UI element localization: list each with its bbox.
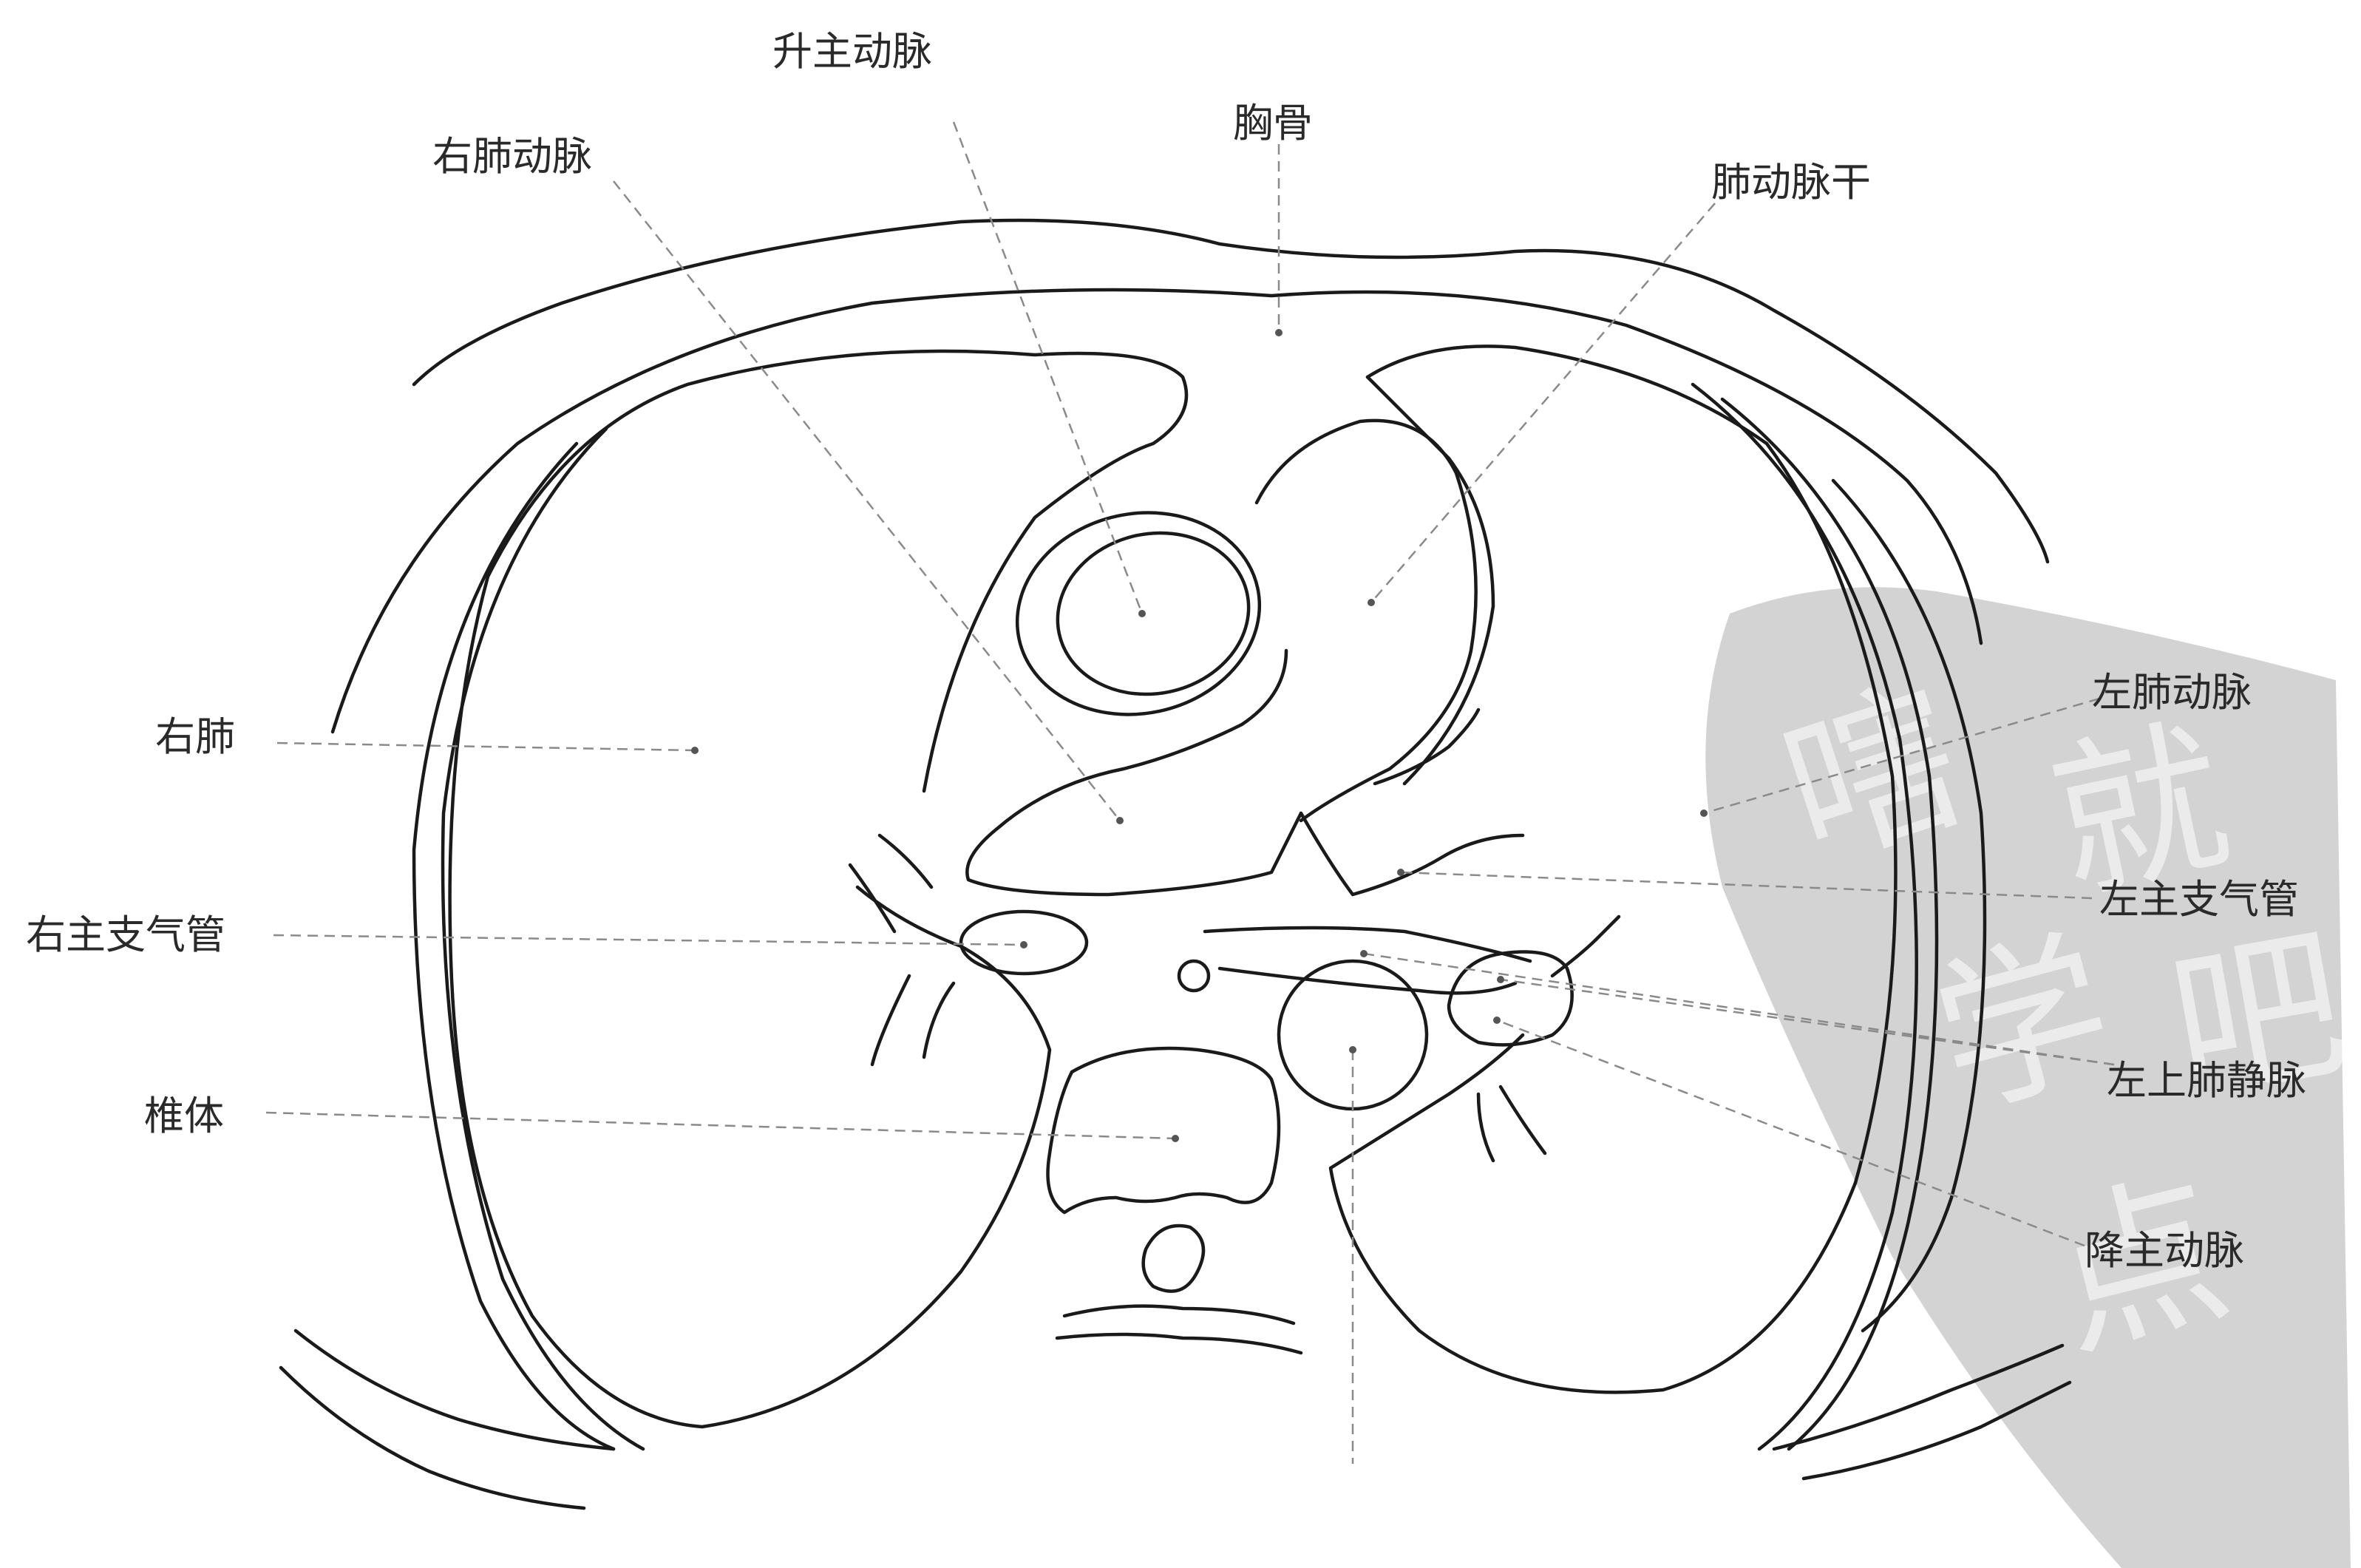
left-superior-pulmonary-vein-outline xyxy=(1552,917,1619,976)
label-left-pulmonary-artery: 左肺动脉 xyxy=(2092,669,2252,716)
label-ascending-aorta: 升主动脉 xyxy=(772,28,932,75)
label-vertebral-body: 椎体 xyxy=(144,1093,224,1139)
leader-tip xyxy=(1116,817,1124,824)
body-wall-outline xyxy=(414,220,2048,562)
spinal-canal-outline xyxy=(1144,1226,1203,1292)
paraspinal-outline xyxy=(1057,1334,1301,1353)
right-lung-outline xyxy=(450,351,1186,1427)
leader-tip xyxy=(1172,1135,1179,1142)
leader-tip xyxy=(1138,610,1146,617)
leader-tip xyxy=(1360,950,1368,957)
label-sternum: 胸骨 xyxy=(1233,100,1313,146)
leader-line-ascending-aorta xyxy=(954,122,1142,614)
leader-tip xyxy=(1368,599,1375,606)
leader-line-right-main-bronchus xyxy=(274,935,1024,945)
ascending-aorta-inner-outline xyxy=(1042,515,1263,711)
label-left-main-bronchus: 左主支气管 xyxy=(2099,876,2299,923)
leader-tip xyxy=(1020,941,1027,948)
hilar-branch-outline xyxy=(880,835,931,887)
oesophagus-outline xyxy=(1179,961,1209,991)
label-pulmonary-trunk: 肺动脉干 xyxy=(1711,159,1871,206)
paraspinal-outline xyxy=(1064,1306,1294,1323)
label-right-pulmonary-artery: 右肺动脉 xyxy=(432,133,592,180)
leader-line-right-lung xyxy=(277,743,695,750)
leader-tip xyxy=(1397,869,1404,876)
left-main-bronchus-outline xyxy=(1205,928,1530,961)
hilar-branch-outline xyxy=(1478,1094,1493,1161)
left-superior-pulmonary-vein-outline xyxy=(1449,952,1572,1045)
right-rib-arc xyxy=(443,429,643,1449)
label-right-lung: 右肺 xyxy=(155,713,235,760)
right-pulmonary-artery-outline xyxy=(967,651,1301,895)
hilar-branch-outline xyxy=(924,983,954,1057)
label-descending-aorta: 降主动脉 xyxy=(2085,1227,2244,1274)
posterior-wall-outline xyxy=(296,1331,614,1449)
leader-tip xyxy=(1349,1046,1356,1053)
hilar-branch-outline xyxy=(872,976,909,1065)
label-right-main-bronchus: 右主支气管 xyxy=(26,912,225,958)
left-pulmonary-artery-outline xyxy=(1301,813,1523,895)
leader-tip xyxy=(1275,329,1283,336)
leader-tip xyxy=(1497,976,1504,983)
leader-line-vertebral-body xyxy=(266,1113,1175,1138)
leader-tip xyxy=(1493,1017,1501,1024)
hilar-branch-outline xyxy=(850,865,894,931)
vertebral-body-outline xyxy=(1048,1048,1280,1212)
left-main-bronchus-outline xyxy=(1220,968,1515,993)
leader-tip xyxy=(1700,810,1708,817)
pulmonary-trunk-outline xyxy=(1257,421,1476,821)
leader-line-right-pulmonary-artery xyxy=(614,181,1120,821)
hilar-branch-outline xyxy=(1501,1087,1545,1153)
label-left-superior-pulmonary-vein: 左上肺静脉 xyxy=(2107,1057,2306,1104)
left-pulmonary-artery-outline xyxy=(1375,710,1478,784)
leader-tip xyxy=(691,747,699,754)
